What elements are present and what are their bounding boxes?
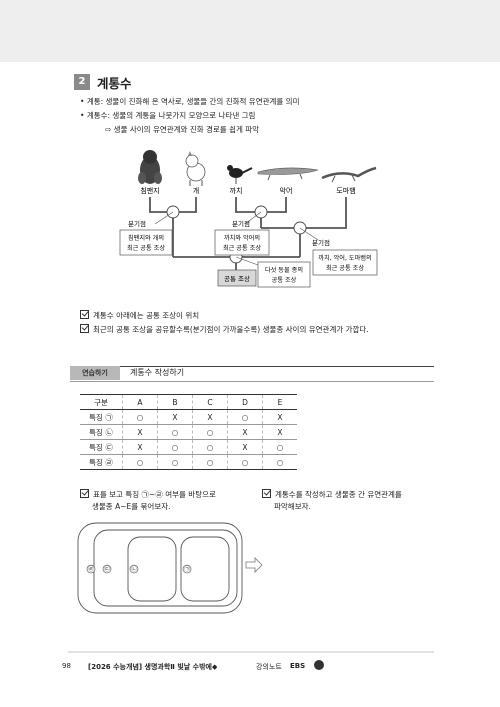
svg-text:다섯 동물 종의: 다섯 동물 종의 <box>265 266 303 274</box>
practice-underline <box>70 381 434 382</box>
marker-3: ㉢ <box>104 565 110 573</box>
sub-group-box-2 <box>180 536 230 602</box>
callout-lines <box>154 211 319 266</box>
svg-text:최근 공통 조상: 최근 공통 조상 <box>223 244 261 252</box>
checkbox-icon <box>262 489 271 498</box>
bullet-1: • 계통: 생물이 진화해 온 역사로, 생물들 간의 진화적 유연관계를 의미 <box>80 97 300 106</box>
animal-label-magpie: 까치 <box>230 186 243 195</box>
bullet-2: • 계통수: 생물의 계통을 나뭇가지 모양으로 나타낸 그림 <box>80 111 256 120</box>
checkbox-icon <box>80 489 89 498</box>
inner-group-box <box>93 529 238 607</box>
branch-label-1: 분기점 <box>128 219 146 228</box>
svg-text:최근 공통 조상: 최근 공통 조상 <box>326 264 364 272</box>
svg-text:공통 조상: 공통 조상 <box>272 276 297 284</box>
branch-label-3: 분기점 <box>312 238 330 247</box>
svg-text:최근 공통 조상: 최근 공통 조상 <box>127 244 165 252</box>
marker-4: ㉣ <box>88 565 94 573</box>
sub-point: ⇨ 생물 사이의 유연관계와 진화 경로를 쉽게 파악 <box>105 125 260 134</box>
task-2: 계통수를 작성하고 생물종 간 유연관계를 파악해보자. <box>262 489 402 513</box>
practice-top-rule <box>120 366 434 367</box>
table-row: 특징 ㉠○X X○X <box>80 409 297 425</box>
lizard-icon <box>321 166 377 183</box>
practice-tab: 연습하기 <box>70 366 120 380</box>
checkbox-icon <box>80 310 89 319</box>
table-row: 특징 ㉣○○ ○○○ <box>80 454 297 470</box>
checkbox-icon <box>80 324 89 333</box>
task-1: 표를 보고 특징 ㉠~㉣ 여부를 바탕으로 생물종 A~E를 묶어보자. <box>80 489 216 513</box>
dog-icon <box>185 151 206 186</box>
book-title: [2026 수능개념] 생명과학Ⅱ 빛날 수밖에◆ <box>88 663 218 671</box>
section-title: 계통수 <box>97 76 132 91</box>
common-ancestor-box: 공통 조상 <box>217 269 257 287</box>
callout-chimp-dog: 침팬지와 개의 최근 공통 조상 <box>119 229 173 256</box>
right-arrow-icon <box>245 557 263 573</box>
marker-1: ㉠ <box>184 565 190 573</box>
svg-text:공통 조상: 공통 조상 <box>224 274 250 283</box>
note-2: 최근의 공통 조상을 공유할수록(분기점이 가까울수록) 생물종 사이의 유연관… <box>80 324 369 335</box>
svg-text:침팬지와 개의: 침팬지와 개의 <box>128 234 164 242</box>
outer-group-box <box>77 522 243 614</box>
table-header-row: 구분 A B C D E <box>80 394 297 410</box>
svg-text:까치와 악어의: 까치와 악어의 <box>224 234 260 242</box>
top-margin-band <box>0 0 500 62</box>
marker-2: ㉡ <box>131 565 137 573</box>
note-1: 계통수 아래에는 공통 조상이 위치 <box>80 310 199 321</box>
callout-three-species: 까치, 악어, 도마뱀의 최근 공통 조상 <box>312 249 378 276</box>
svg-text:까치, 악어, 도마뱀의: 까치, 악어, 도마뱀의 <box>318 254 371 262</box>
sub-group-box-1 <box>127 536 177 602</box>
crocodile-icon <box>257 167 319 181</box>
ebs-logo: EBS <box>290 662 306 670</box>
callout-five-species: 다섯 동물 종의 공통 조상 <box>257 261 311 288</box>
callout-magpie-croc: 까치와 악어의 최근 공통 조상 <box>214 229 270 256</box>
book-suffix: 강의노트 <box>256 663 282 671</box>
animal-label-chimpanzee: 침팬지 <box>140 186 159 195</box>
branch-label-2: 분기점 <box>232 219 250 228</box>
magpie-icon <box>227 165 253 184</box>
brand-dot-icon <box>314 660 324 670</box>
section-number: 2 <box>74 74 90 90</box>
animal-label-lizard: 도마뱀 <box>336 186 355 195</box>
practice-title: 계통수 작성하기 <box>130 368 185 377</box>
animal-label-crocodile: 악어 <box>280 186 293 195</box>
animal-label-dog: 개 <box>193 186 199 195</box>
page-number: 98 <box>62 662 71 670</box>
phylogenetic-tree-figure: 침팬지 개 까치 악어 도마뱀 분기점 분기점 분기점 침팬지와 개의 최근 공… <box>119 150 378 288</box>
chimpanzee-icon <box>138 150 162 184</box>
